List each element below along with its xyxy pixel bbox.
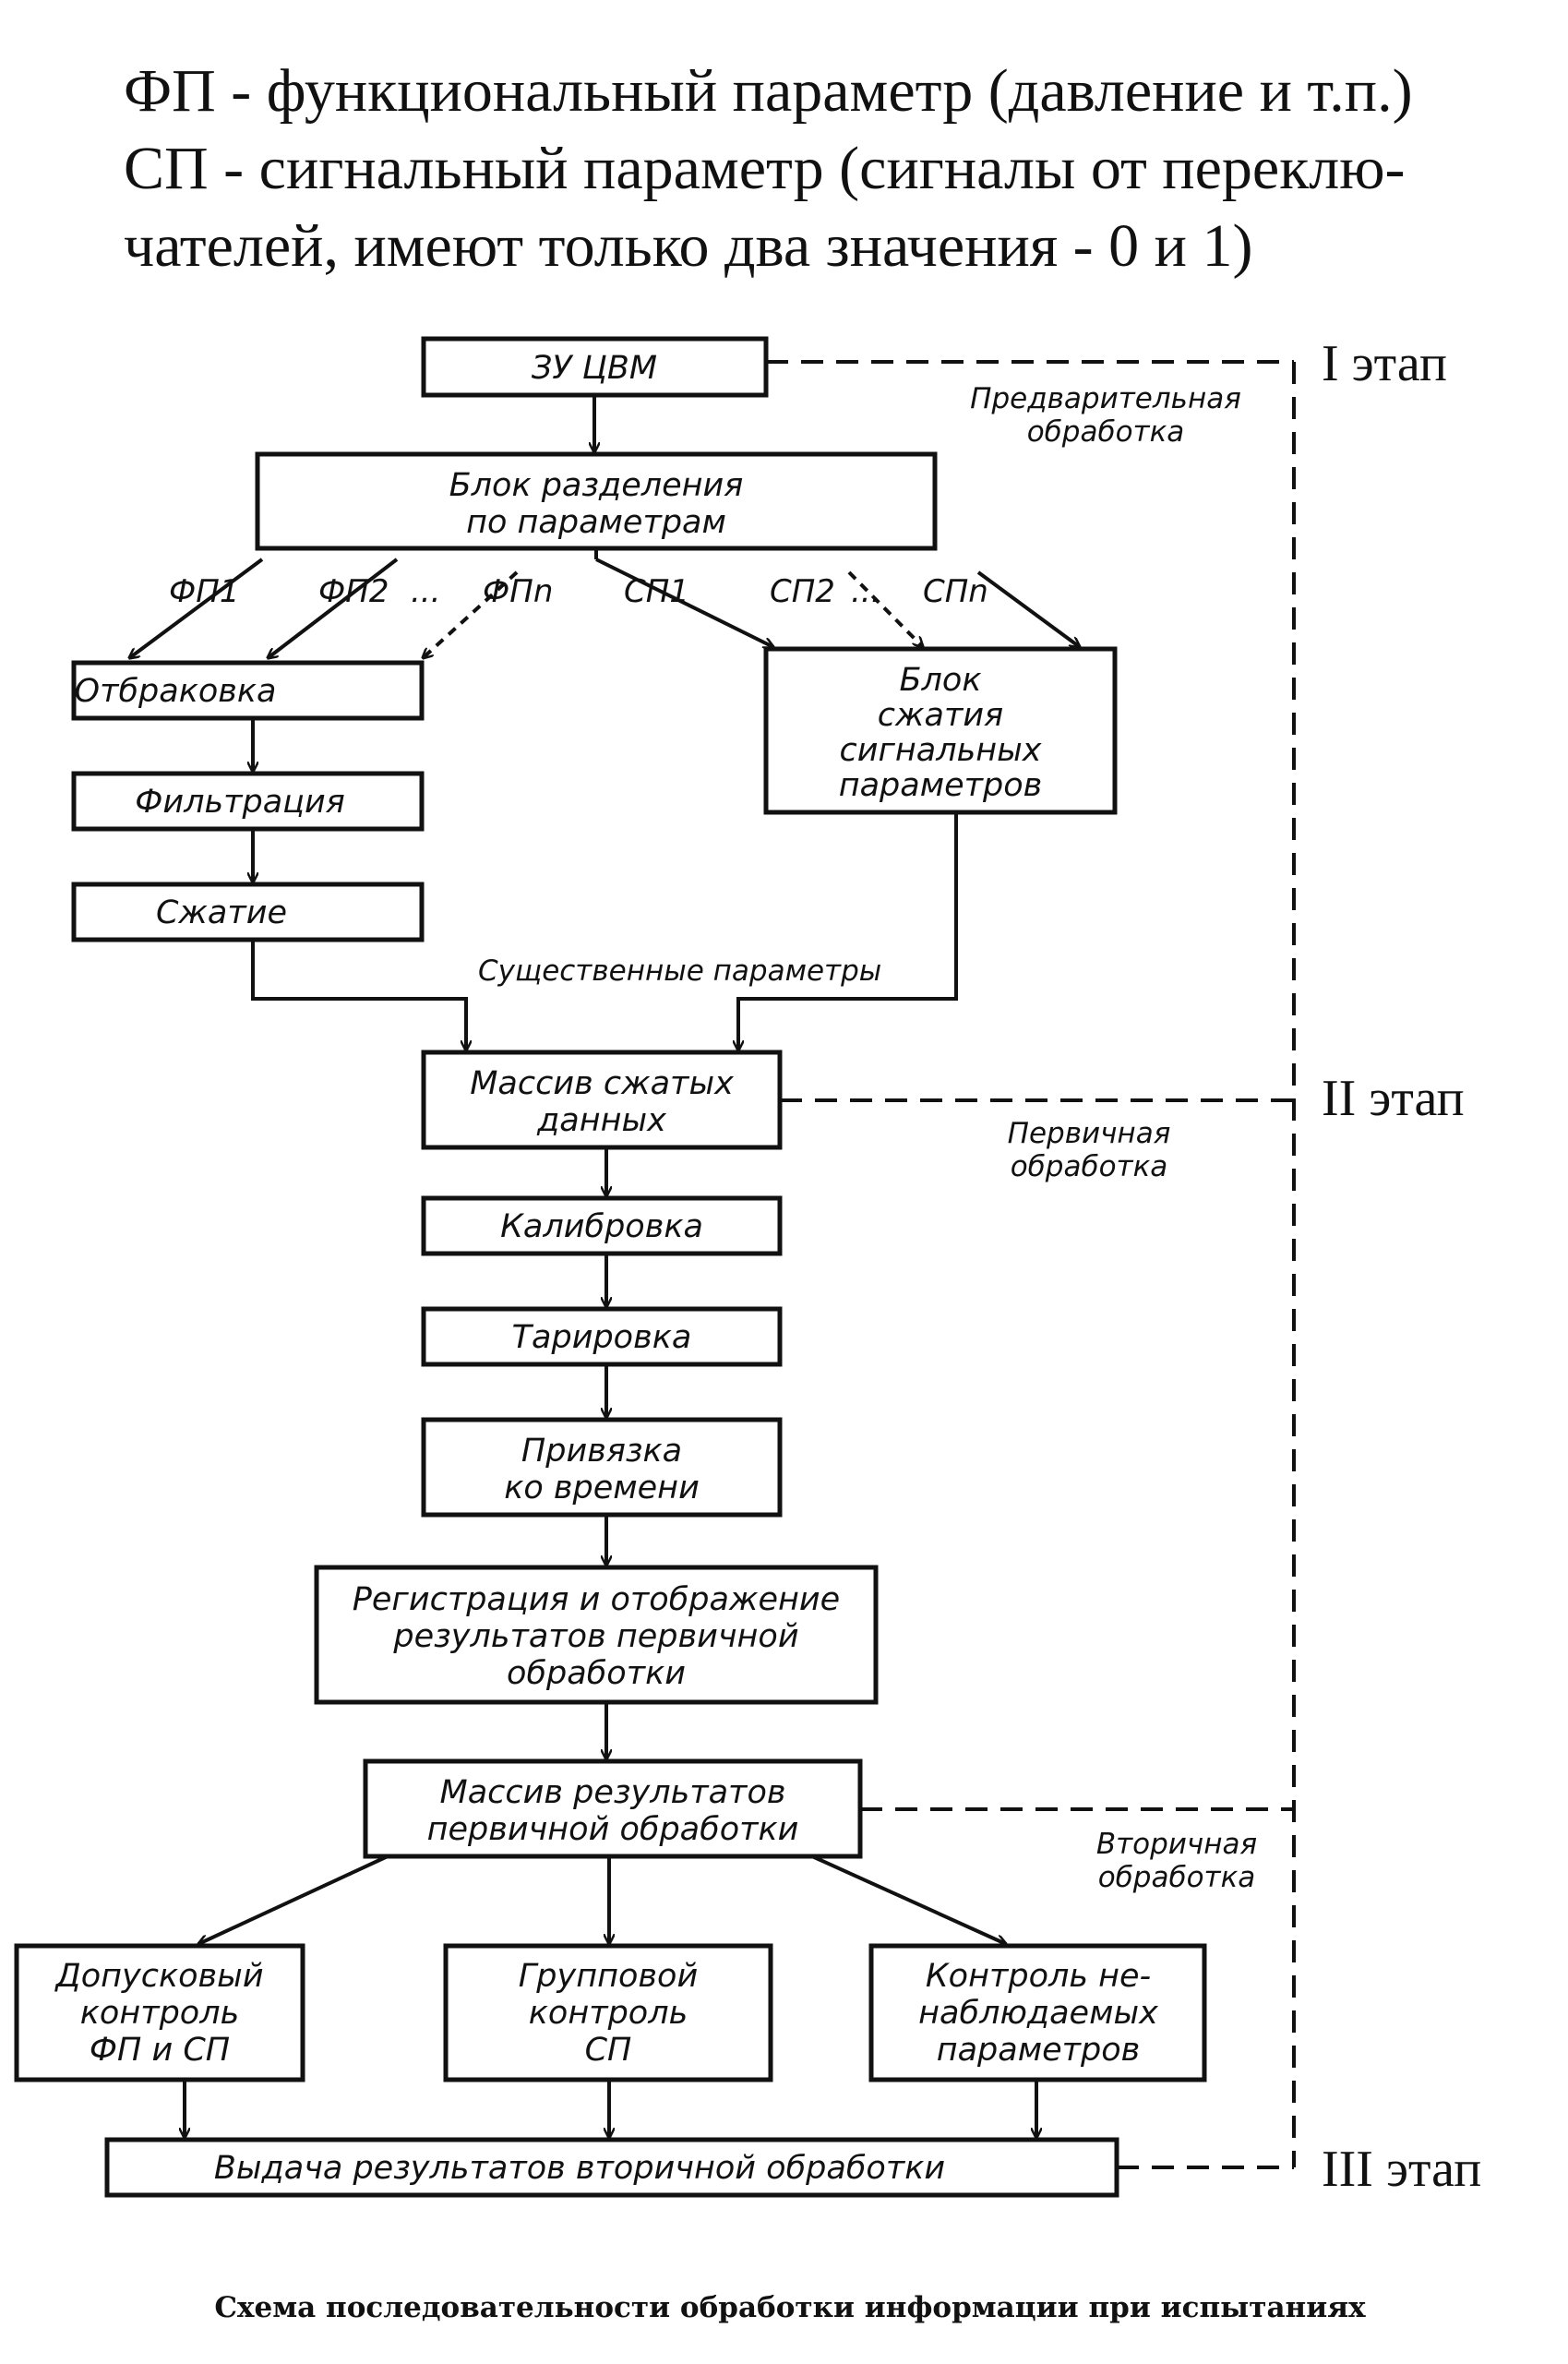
box-output-label: Выдача результатов вторичной обработки	[214, 2150, 945, 2187]
box-unobserved-control-label-2: наблюдаемых	[918, 1995, 1158, 2032]
arrow-results-to-tolerance	[198, 1854, 389, 1944]
box-time-binding-label-1: Привязка	[521, 1433, 682, 1470]
box-signal-compress-label-2: сжатия	[878, 697, 1003, 734]
box-compress-label: Сжатие	[156, 894, 287, 931]
arrow-compress-to-array	[251, 940, 466, 1050]
note-primary-1: Первичная	[1008, 1117, 1171, 1150]
box-tolerance-control-label-3: ФП и СП	[90, 2032, 230, 2069]
box-split-label-1: Блок разделения	[449, 467, 744, 504]
box-registration-label-1: Регистрация и отображение	[353, 1581, 840, 1618]
arrow-results-to-unobserved	[811, 1854, 1006, 1944]
arrow-to-fp2	[268, 558, 399, 658]
box-group-control-label-3: СП	[585, 2032, 632, 2069]
param-dots-fp: ...	[411, 573, 440, 610]
box-tariff-label: Тарировка	[512, 1319, 692, 1356]
arrow-to-sp1	[595, 558, 773, 649]
box-registration	[314, 1565, 879, 1705]
box-output	[104, 2137, 1119, 2198]
legend-line-1: ФП - функциональный параметр (давление и…	[124, 57, 1413, 125]
box-compressed-array-label-2: данных	[536, 1102, 666, 1139]
note-prelim-1: Предварительная	[970, 382, 1241, 415]
note-essential-params: Существенные параметры	[478, 954, 881, 988]
stage-2-label: II этап	[1322, 1070, 1465, 1127]
note-prelim-2: обработка	[1027, 415, 1185, 449]
arrow-signal-to-array	[738, 812, 958, 1050]
note-secondary-2: обработка	[1098, 1861, 1256, 1894]
box-time-binding-label-2: ко времени	[504, 1470, 700, 1506]
param-fpn: ФПn	[483, 573, 553, 610]
box-signal-compress-label-1: Блок	[900, 662, 982, 699]
figure-caption: Схема последовательности обработки инфор…	[214, 2291, 1366, 2324]
box-tolerance-control-label-2: контроль	[80, 1995, 239, 2032]
box-zu-cvm-label: ЗУ ЦВМ	[532, 350, 657, 387]
box-result-array-label-1: Массив результатов	[440, 1774, 786, 1811]
box-tolerance-control-label-1: Допусковый	[54, 1958, 263, 1995]
box-split-label-2: по параметрам	[466, 504, 726, 541]
box-calibration-label: Калибровка	[500, 1208, 703, 1245]
arrow-to-sp2	[847, 570, 923, 647]
box-calibration	[421, 1195, 783, 1256]
box-unobserved-control-label-3: параметров	[937, 2032, 1141, 2069]
box-compressed-array-label-1: Массив сжатых	[470, 1065, 734, 1102]
box-time-binding	[421, 1417, 783, 1518]
box-reject	[71, 660, 425, 721]
box-unobserved-control-label-1: Контроль не-	[926, 1958, 1151, 1995]
note-primary-2: обработка	[1011, 1150, 1168, 1183]
box-group-control	[443, 1943, 773, 2082]
box-tolerance-control	[14, 1943, 305, 2082]
box-group-control-label-2: контроль	[529, 1995, 688, 2032]
param-sp2: СП2	[770, 573, 835, 610]
box-registration-label-3: обработки	[507, 1655, 686, 1692]
box-tariff	[421, 1306, 783, 1367]
arrow-to-fp1	[129, 558, 264, 658]
box-reject-label: Отбраковка	[75, 673, 277, 710]
box-filter	[71, 771, 425, 832]
box-signal-compress-label-4: параметров	[839, 767, 1043, 804]
box-unobserved-control	[868, 1943, 1207, 2082]
box-signal-compress-label-3: сигнальных	[840, 732, 1042, 769]
note-secondary-1: Вторичная	[1096, 1828, 1257, 1861]
box-compress	[71, 882, 425, 942]
stage-1-label: I этап	[1322, 335, 1447, 392]
legend-line-2: СП - сигнальный параметр (сигналы от пер…	[124, 135, 1406, 202]
stage-3-label: III этап	[1322, 2141, 1481, 2198]
box-result-array-label-2: первичной обработки	[427, 1811, 799, 1848]
arrow-to-fpn	[423, 570, 519, 658]
param-spn: СПn	[923, 573, 988, 610]
box-group-control-label-1: Групповой	[519, 1958, 698, 1995]
box-filter-label: Фильтрация	[135, 784, 345, 821]
legend-line-3: чателей, имеют только два значения - 0 и…	[124, 212, 1253, 280]
box-signal-compress	[763, 646, 1118, 815]
box-registration-label-2: результатов первичной	[392, 1618, 798, 1655]
box-compressed-array	[421, 1050, 783, 1150]
box-zu-cvm	[421, 336, 769, 398]
arrow-to-spn	[976, 570, 1080, 647]
